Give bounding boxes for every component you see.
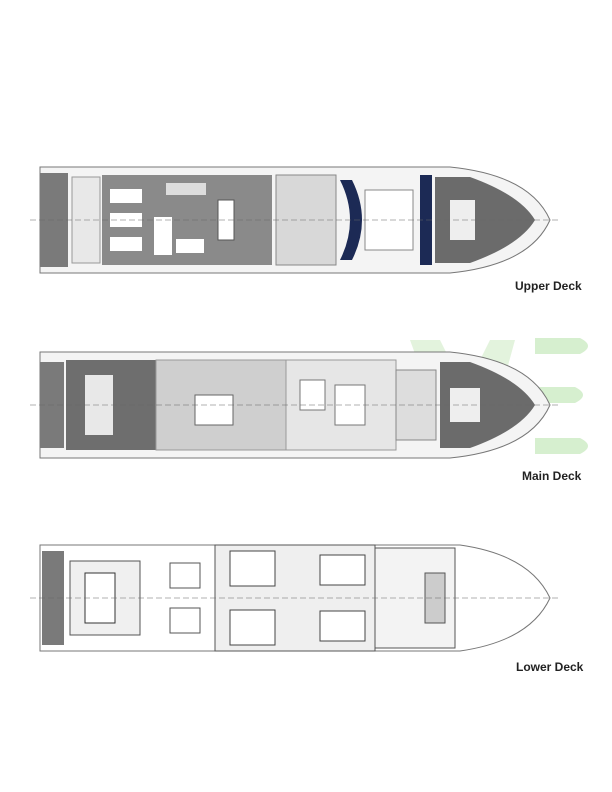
lower-deck-plan (30, 544, 560, 652)
main-deck-plan (30, 351, 560, 459)
upper-deck-plan (30, 166, 560, 274)
main-deck-label: Main Deck (522, 469, 582, 483)
lower-deck-label: Lower Deck (516, 660, 584, 674)
upper-deck-label: Upper Deck (515, 279, 582, 293)
